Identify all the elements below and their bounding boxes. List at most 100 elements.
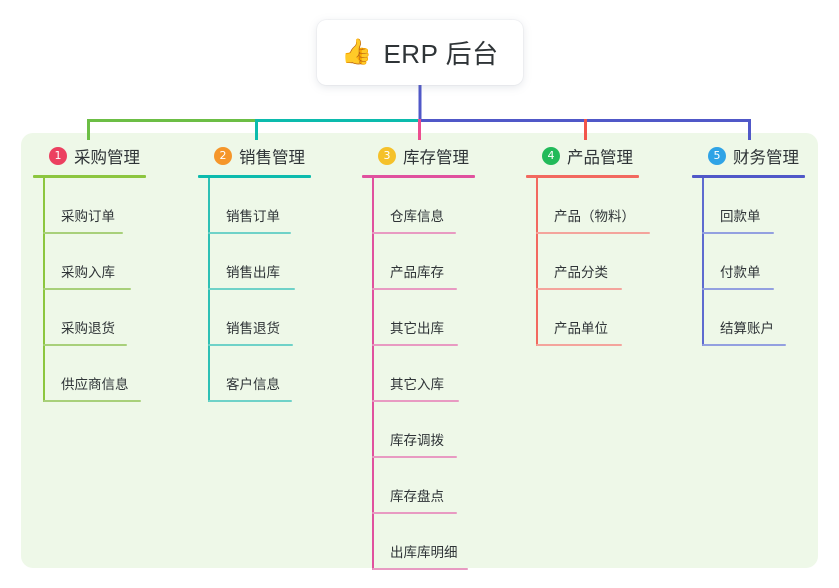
- leaf-rule: [702, 288, 774, 290]
- leaf-label: 出库库明细: [390, 545, 458, 560]
- leaf-label: 采购退货: [61, 321, 115, 336]
- leaf-item[interactable]: 产品（物料）: [526, 178, 650, 234]
- column-title: 采购管理: [74, 149, 140, 167]
- column-5: 5 财务管理回款单付款单结算账户: [692, 144, 805, 346]
- column-1: 1 采购管理采购订单采购入库采购退货供应商信息: [33, 144, 146, 402]
- leaf-rule: [372, 232, 456, 234]
- leaf-rule: [702, 232, 774, 234]
- leaf-list: 采购订单采购入库采购退货供应商信息: [33, 178, 146, 402]
- leaf-label: 产品单位: [554, 321, 608, 336]
- leaf-item[interactable]: 库存盘点: [362, 458, 475, 514]
- leaf-rule: [702, 344, 786, 346]
- leaf-item[interactable]: 采购退货: [33, 290, 146, 346]
- leaf-label: 供应商信息: [61, 377, 129, 392]
- leaf-item[interactable]: 其它入库: [362, 346, 475, 402]
- leaf-stem-line: [372, 178, 374, 570]
- leaf-label: 库存调拨: [390, 433, 444, 448]
- leaf-label: 其它出库: [390, 321, 444, 336]
- column-3: 3 库存管理仓库信息产品库存其它出库其它入库库存调拨库存盘点出库库明细: [362, 144, 475, 570]
- leaf-label: 产品分类: [554, 265, 608, 280]
- column-title: 销售管理: [239, 149, 305, 167]
- leaf-rule: [43, 344, 127, 346]
- leaf-rule: [372, 512, 457, 514]
- column-number-badge: 1: [49, 147, 67, 165]
- leaf-rule: [372, 344, 458, 346]
- leaf-item[interactable]: 结算账户: [692, 290, 805, 346]
- column-header-4[interactable]: 4 产品管理: [526, 144, 639, 168]
- leaf-label: 结算账户: [720, 321, 774, 336]
- column-2: 2 销售管理销售订单销售出库销售退货客户信息: [198, 144, 311, 402]
- column-header-rule: [362, 175, 475, 178]
- column-header-rule: [33, 175, 146, 178]
- leaf-stem-line: [43, 178, 45, 402]
- leaf-label: 库存盘点: [390, 489, 444, 504]
- leaf-item[interactable]: 客户信息: [198, 346, 311, 402]
- leaf-label: 产品库存: [390, 265, 444, 280]
- column-header-rule: [692, 175, 805, 178]
- root-node-title: ERP 后台: [383, 39, 499, 69]
- leaf-label: 回款单: [720, 209, 761, 224]
- leaf-label: 采购入库: [61, 265, 115, 280]
- leaf-label: 仓库信息: [390, 209, 444, 224]
- leaf-rule: [536, 232, 650, 234]
- leaf-rule: [208, 400, 292, 402]
- leaf-item[interactable]: 其它出库: [362, 290, 475, 346]
- column-header-5[interactable]: 5 财务管理: [692, 144, 805, 168]
- leaf-item[interactable]: 销售订单: [198, 178, 311, 234]
- leaf-item[interactable]: 销售出库: [198, 234, 311, 290]
- leaf-item[interactable]: 供应商信息: [33, 346, 146, 402]
- column-4: 4 产品管理产品（物料） 产品分类产品单位: [526, 144, 650, 346]
- column-header-3[interactable]: 3 库存管理: [362, 144, 475, 168]
- leaf-item[interactable]: 回款单: [692, 178, 805, 234]
- column-title: 产品管理: [567, 149, 633, 167]
- leaf-label: 采购订单: [61, 209, 115, 224]
- column-number-badge: 5: [708, 147, 726, 165]
- leaf-item[interactable]: 采购入库: [33, 234, 146, 290]
- leaf-list: 仓库信息产品库存其它出库其它入库库存调拨库存盘点出库库明细: [362, 178, 475, 570]
- column-title: 财务管理: [733, 149, 799, 167]
- leaf-rule: [208, 344, 293, 346]
- leaf-rule: [208, 232, 291, 234]
- leaf-rule: [372, 288, 457, 290]
- leaf-stem-line: [208, 178, 210, 402]
- leaf-rule: [372, 568, 468, 570]
- leaf-rule: [43, 400, 141, 402]
- leaf-rule: [372, 400, 459, 402]
- column-number-badge: 3: [378, 147, 396, 165]
- leaf-stem-line: [536, 178, 538, 346]
- leaf-list: 产品（物料） 产品分类产品单位: [526, 178, 650, 346]
- leaf-item[interactable]: 出库库明细: [362, 514, 475, 570]
- leaf-item[interactable]: 销售退货: [198, 290, 311, 346]
- leaf-label: 销售退货: [226, 321, 280, 336]
- column-number-badge: 2: [214, 147, 232, 165]
- leaf-label: 客户信息: [226, 377, 280, 392]
- thumbs-up-icon: 👍: [341, 38, 373, 66]
- leaf-rule: [536, 288, 622, 290]
- leaf-stem-line: [702, 178, 704, 346]
- column-number-badge: 4: [542, 147, 560, 165]
- leaf-item[interactable]: 产品分类: [526, 234, 639, 290]
- leaf-label: 销售订单: [226, 209, 280, 224]
- leaf-label: 付款单: [720, 265, 761, 280]
- root-node[interactable]: 👍 ERP 后台: [317, 20, 523, 85]
- column-title: 库存管理: [403, 149, 469, 167]
- leaf-item[interactable]: 库存调拨: [362, 402, 475, 458]
- leaf-item[interactable]: 付款单: [692, 234, 805, 290]
- leaf-item[interactable]: 产品库存: [362, 234, 475, 290]
- leaf-item[interactable]: 仓库信息: [362, 178, 475, 234]
- leaf-list: 回款单付款单结算账户: [692, 178, 805, 346]
- leaf-list: 销售订单销售出库销售退货客户信息: [198, 178, 311, 402]
- column-header-rule: [526, 175, 639, 178]
- leaf-item[interactable]: 产品单位: [526, 290, 639, 346]
- leaf-label: 其它入库: [390, 377, 444, 392]
- diagram-panel: [21, 133, 818, 568]
- leaf-rule: [536, 344, 622, 346]
- leaf-rule: [43, 232, 123, 234]
- column-header-1[interactable]: 1 采购管理: [33, 144, 146, 168]
- leaf-rule: [208, 288, 295, 290]
- leaf-label: 产品（物料）: [554, 209, 635, 224]
- leaf-rule: [372, 456, 457, 458]
- column-header-2[interactable]: 2 销售管理: [198, 144, 311, 168]
- leaf-item[interactable]: 采购订单: [33, 178, 146, 234]
- column-header-rule: [198, 175, 311, 178]
